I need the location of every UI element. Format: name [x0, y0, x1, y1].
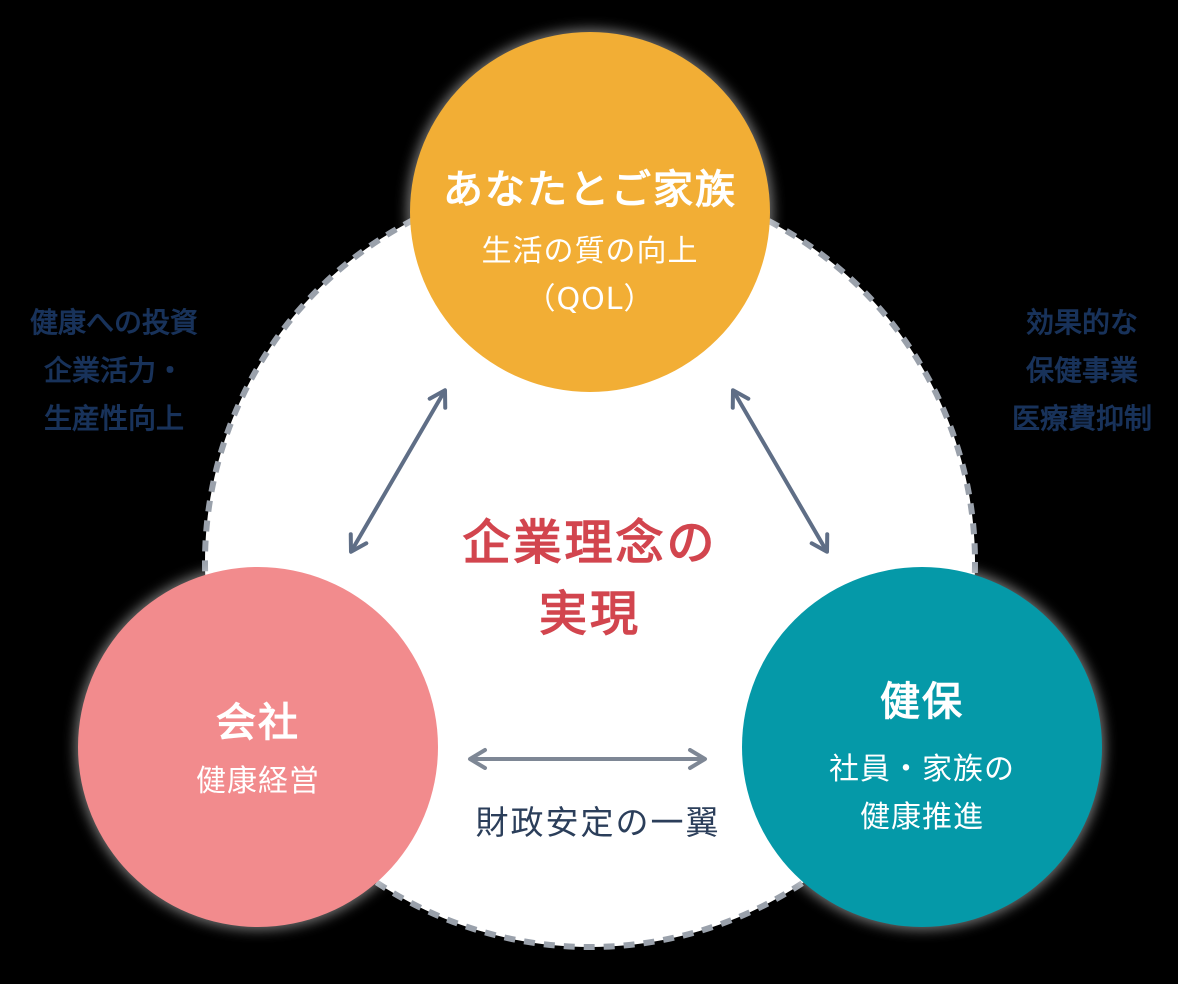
center-headline: 企業理念の 実現: [390, 508, 790, 650]
center-headline-line1: 企業理念の: [462, 515, 718, 571]
side-note-line: 企業活力・: [43, 354, 184, 387]
circle-health-insurance: 健保 社員・家族の 健康推進: [742, 567, 1102, 927]
circle-title: 会社: [216, 700, 300, 746]
center-headline-line2: 実現: [538, 586, 641, 642]
side-note-line: 効果的な: [1025, 306, 1138, 339]
side-note-kenpo-benefit: 効果的な 保健事業 医療費抑制: [968, 299, 1178, 443]
side-note-line: 生産性向上: [43, 402, 184, 435]
circle-company: 会社 健康経営: [78, 567, 438, 927]
circle-subtitle: 健康推進: [860, 800, 984, 835]
circle-subtitle: 健康経営: [196, 764, 320, 799]
circle-you-and-family: あなたとご家族 生活の質の向上 （QOL）: [410, 32, 770, 392]
circle-subtitle: （QOL）: [525, 282, 655, 317]
side-note-line: 医療費抑制: [1011, 402, 1152, 435]
circle-subtitle: 社員・家族の: [829, 752, 1015, 787]
bottom-caption: 財政安定の一翼: [475, 803, 721, 842]
side-note-line: 保健事業: [1025, 354, 1138, 387]
circle-title: あなたとご家族: [443, 167, 737, 213]
side-note-line: 健康への投資: [29, 306, 198, 339]
circle-subtitle: 生活の質の向上: [481, 234, 699, 269]
side-note-company-benefit: 健康への投資 企業活力・ 生産性向上: [0, 299, 228, 443]
circle-title: 健保: [880, 679, 964, 725]
